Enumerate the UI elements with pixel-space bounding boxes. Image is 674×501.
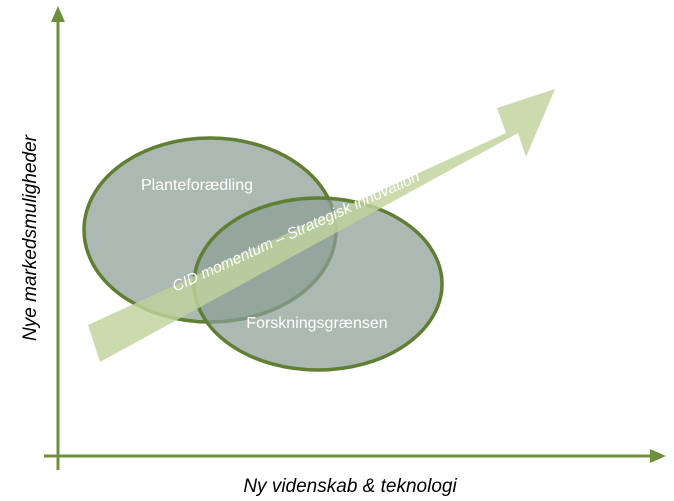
y-axis-label: Nye markedsmuligheder bbox=[20, 134, 41, 341]
x-axis bbox=[44, 449, 666, 463]
y-axis bbox=[51, 6, 65, 470]
y-axis-arrowhead bbox=[51, 6, 65, 22]
momentum-arrow bbox=[88, 89, 555, 362]
ellipse-label-right: Forskningsgrænsen bbox=[246, 315, 387, 332]
ellipse-label-left: Planteforædling bbox=[141, 177, 253, 194]
x-axis-label: Ny videnskab & teknologi bbox=[243, 476, 457, 497]
x-axis-arrowhead bbox=[650, 449, 666, 463]
